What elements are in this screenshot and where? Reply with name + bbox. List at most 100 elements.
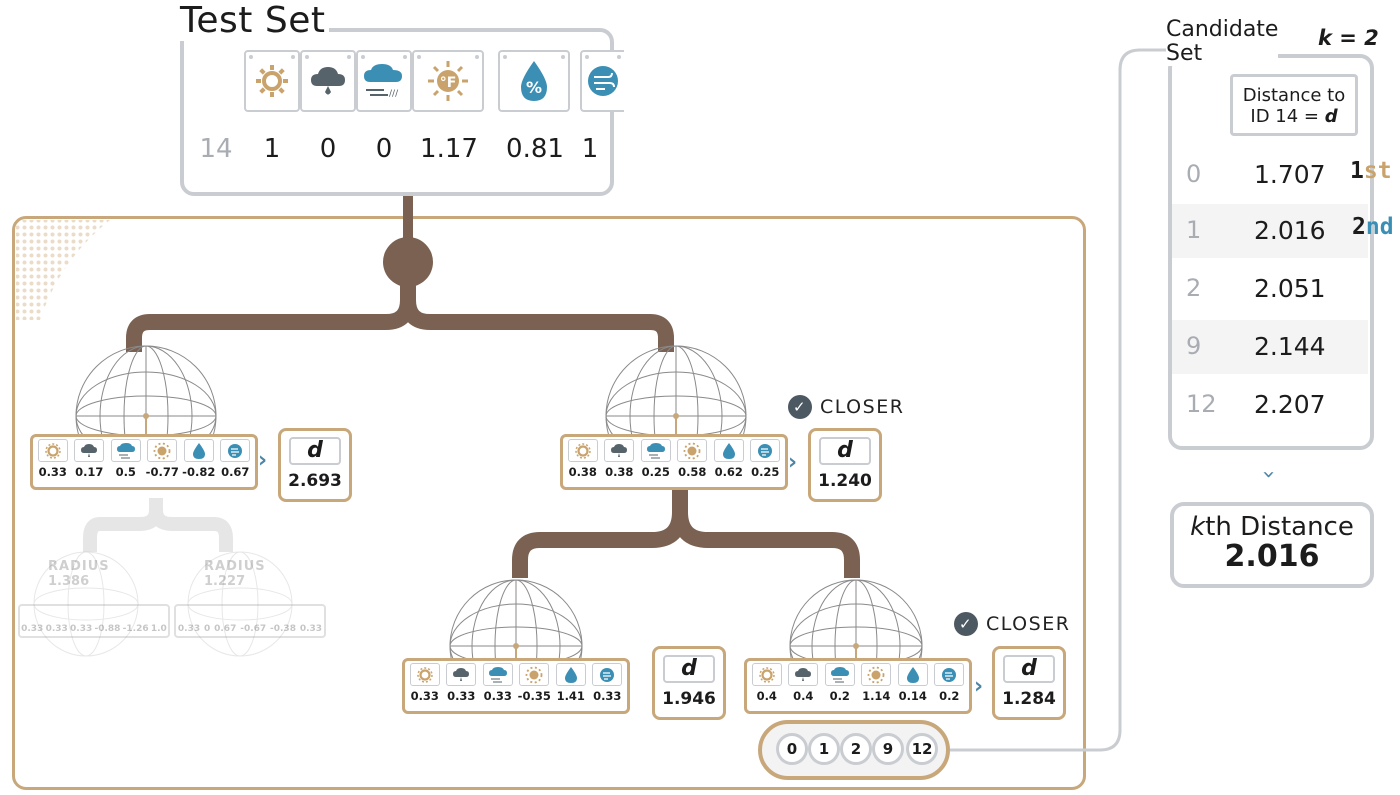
test-set-title: Test Set xyxy=(176,0,330,41)
feature-value: 0.14 xyxy=(898,689,927,703)
feature-cell: 0.17 xyxy=(73,439,107,485)
distance-value: 1.284 xyxy=(1002,689,1056,709)
distance-value: 2.693 xyxy=(288,471,342,491)
feature-cell: 0.25 xyxy=(749,439,783,485)
cloud-rain-icon xyxy=(446,663,477,686)
rank-first: 1st xyxy=(1350,158,1392,184)
cloud-wind-icon xyxy=(110,439,141,462)
temperature-f-icon xyxy=(519,663,550,686)
closer-badge: ✓ CLOSER xyxy=(788,395,904,419)
candidate-set-title: Candidate Set xyxy=(1166,18,1279,66)
test-id: 14 xyxy=(199,134,233,164)
sun-icon xyxy=(751,663,782,686)
cloud-rain-icon xyxy=(604,439,635,462)
feature-cell: 0.4 xyxy=(750,663,784,709)
candidate-row: 12 2.207 xyxy=(1172,378,1368,432)
node-left-distance: d 2.693 xyxy=(278,428,352,502)
feature-value: -0.77 xyxy=(145,465,179,479)
candidate-id: 2 xyxy=(1186,274,1202,302)
test-value-4: 0.81 xyxy=(506,134,564,164)
rank-number: 1 xyxy=(1350,158,1364,184)
wind-icon xyxy=(750,439,781,462)
radius-value: 1.386 xyxy=(48,574,90,589)
feature-value: 0.33 xyxy=(447,689,476,703)
test-value-0: 1 xyxy=(263,134,281,164)
candidate-distance: 2.207 xyxy=(1254,390,1326,419)
feature-cell: 0.58 xyxy=(676,439,710,485)
tree-frame xyxy=(12,216,1086,790)
radius-label: RADIUS xyxy=(204,559,266,574)
node-right-left-features: 0.33 0.33 0.33 -0.35 1.41 0.33 xyxy=(402,658,630,714)
sun-icon xyxy=(37,439,68,462)
rank-number: 2 xyxy=(1352,214,1366,240)
feature-cell: 1.14 xyxy=(860,663,894,709)
candidate-distance: 2.016 xyxy=(1254,216,1326,245)
feature-value: 0.25 xyxy=(641,465,670,479)
feature-value: 0.33 xyxy=(70,624,93,634)
test-set-card: /// °F % 14 1 0 0 1.17 0.81 1 xyxy=(180,28,624,196)
feature-cell: 0.25 xyxy=(639,439,673,485)
test-value-1: 0 xyxy=(319,134,337,164)
leaf-id-chip: 12 xyxy=(906,733,938,765)
node-right-features: 0.38 0.38 0.25 0.58 0.62 0.25 xyxy=(560,434,788,490)
svg-text:///: /// xyxy=(389,89,399,99)
wind-icon xyxy=(220,439,251,462)
d-label: d xyxy=(663,655,715,683)
candidate-link-line xyxy=(950,48,1210,752)
node-left-features: 0.33 0.17 0.5 -0.77 -0.82 0.67 xyxy=(30,434,258,490)
feature-cell: 0.2 xyxy=(933,663,967,709)
feature-value: 0.4 xyxy=(756,689,777,703)
kth-label-rest: th Distance xyxy=(1205,512,1354,542)
cloud-rain-icon xyxy=(74,439,105,462)
feature-cell: 0.38 xyxy=(603,439,637,485)
radius-label: RADIUS xyxy=(48,559,110,574)
candidate-distance: 2.144 xyxy=(1254,332,1326,361)
candidate-row: 9 2.144 xyxy=(1172,320,1368,374)
leaf-id-chip: 9 xyxy=(872,733,904,765)
branch-right-right xyxy=(672,490,860,578)
candidate-row: 0 1.707 1st xyxy=(1172,148,1392,202)
feature-cell: 0.62 xyxy=(712,439,746,485)
feature-value: 1.0 xyxy=(150,624,167,634)
wind-icon xyxy=(592,663,623,686)
dot-pattern-tree xyxy=(16,220,110,320)
leaf-id-chip: 0 xyxy=(776,733,808,765)
d-label: d xyxy=(289,437,341,465)
check-icon: ✓ xyxy=(954,612,978,636)
candidate-id: 1 xyxy=(1186,216,1202,244)
temperature-f-icon xyxy=(147,439,178,462)
feature-value: 0.33 xyxy=(410,689,439,703)
feature-cell: 1.41 xyxy=(554,663,588,709)
svg-text:°F: °F xyxy=(440,75,457,91)
feature-value: 0.4 xyxy=(793,689,814,703)
sphere-left xyxy=(75,345,217,487)
humidity-icon: % xyxy=(498,50,570,112)
cloud-wind-icon xyxy=(824,663,855,686)
feature-cell: 0.5 xyxy=(109,439,143,485)
feature-value: 0.67 xyxy=(221,465,250,479)
chevron-down-icon: › xyxy=(1255,470,1281,479)
distance-header-line2: ID 14 = d xyxy=(1233,106,1355,127)
feature-cell: -0.35 xyxy=(518,663,552,709)
leaf-id-chip: 1 xyxy=(808,733,840,765)
feature-cell: 0.2 xyxy=(823,663,857,709)
radius-value: 1.227 xyxy=(204,574,246,589)
feature-value: -0.35 xyxy=(517,689,551,703)
feature-value: 0.33 xyxy=(177,624,201,634)
d-label: d xyxy=(1003,655,1055,683)
test-value-5: 1 xyxy=(581,134,599,164)
feature-value: 0.5 xyxy=(115,465,136,479)
temperature-f-icon xyxy=(861,663,892,686)
chevron-right-icon: › xyxy=(788,450,798,475)
leaf-id-chip: 2 xyxy=(840,733,872,765)
cloud-rain-icon xyxy=(300,50,356,112)
candidate-id: 0 xyxy=(1186,160,1202,188)
feature-value: 0.33 xyxy=(593,689,622,703)
feature-value: -0.67 xyxy=(240,624,267,634)
svg-text:%: % xyxy=(526,78,542,97)
feature-value: 0.25 xyxy=(751,465,780,479)
kth-distance-value: 2.016 xyxy=(1224,539,1320,574)
feature-value: 0.67 xyxy=(214,624,237,634)
branch-right xyxy=(400,282,674,352)
node-right-distance: d 1.240 xyxy=(808,428,882,502)
